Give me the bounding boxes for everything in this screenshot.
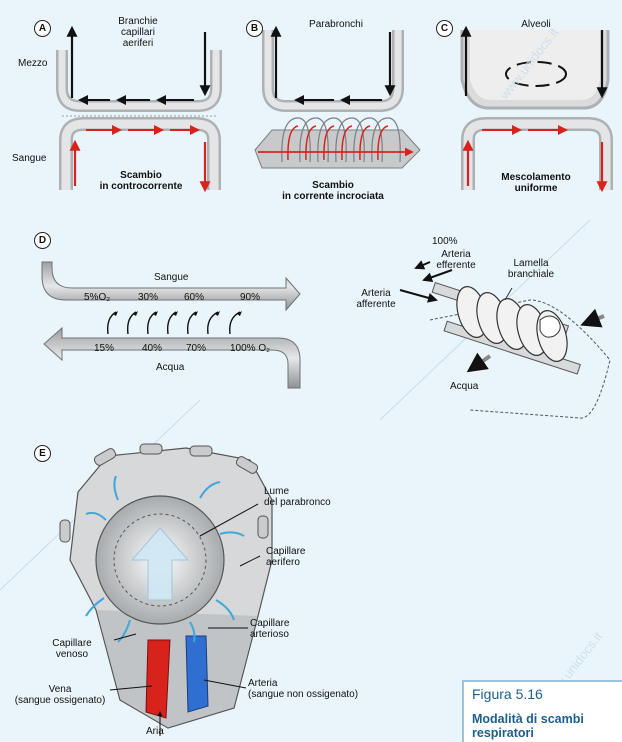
gill-top-percent: 100% xyxy=(432,236,458,247)
sangue-value: 5%O₂ xyxy=(84,292,110,303)
panel-d-sangue-label: Sangue xyxy=(154,272,188,283)
panel-c-badge: C xyxy=(436,20,453,37)
panel-d-badge: D xyxy=(34,232,51,249)
panel-b-badge: B xyxy=(246,20,263,37)
vena-label: Vena (sangue ossigenato) xyxy=(10,684,110,706)
panel-c-title: Alveoli xyxy=(506,19,566,30)
acqua-value: 15% xyxy=(94,343,114,354)
acqua-value: 100% O₂ xyxy=(230,343,270,354)
acqua-value: 40% xyxy=(142,343,162,354)
lume-label: Lume del parabronco xyxy=(264,486,331,508)
figure-number: Figura 5.16 xyxy=(472,686,543,702)
row-label-sangue: Sangue xyxy=(12,153,46,164)
panel-d-gill xyxy=(400,262,610,418)
panel-a-title: Branchie capillari aeriferi xyxy=(98,16,178,49)
panel-a-graphic xyxy=(62,28,216,190)
panel-c-caption: Mescolamento uniforme xyxy=(486,172,586,194)
acqua-value: 70% xyxy=(186,343,206,354)
arteria-label: Arteria (sangue non ossigenato) xyxy=(248,678,358,700)
arteria-afferente-label: Arteria afferente xyxy=(346,288,406,310)
aria-label: Aria xyxy=(146,726,164,737)
panel-b-title: Parabronchi xyxy=(296,19,376,30)
figure-caption-box: Figura 5.16 Modalità di scambi respirato… xyxy=(462,680,622,742)
capillare-aerifero-label: Capillare aerifero xyxy=(266,546,305,568)
sangue-value: 30% xyxy=(138,292,158,303)
row-label-mezzo: Mezzo xyxy=(18,58,47,69)
panel-b-caption: Scambio in corrente incrociata xyxy=(268,180,398,202)
panel-d-acqua-label: Acqua xyxy=(156,362,184,373)
panel-a-badge: A xyxy=(34,20,51,37)
panel-b-graphic xyxy=(255,28,420,168)
arteria-efferente-label: Arteria efferente xyxy=(426,249,486,271)
capillare-venoso-label: Capillare venoso xyxy=(32,638,112,660)
lamella-label: Lamella branchiale xyxy=(496,258,566,280)
sangue-value: 60% xyxy=(184,292,204,303)
panel-a-caption: Scambio in controcorrente xyxy=(86,170,196,192)
panel-e-badge: E xyxy=(34,445,51,462)
gill-acqua-label: Acqua xyxy=(450,381,478,392)
figure-title: Modalità di scambi respiratori xyxy=(472,712,622,740)
sangue-value: 90% xyxy=(240,292,260,303)
capillare-arterioso-label: Capillare arterioso xyxy=(250,618,289,640)
